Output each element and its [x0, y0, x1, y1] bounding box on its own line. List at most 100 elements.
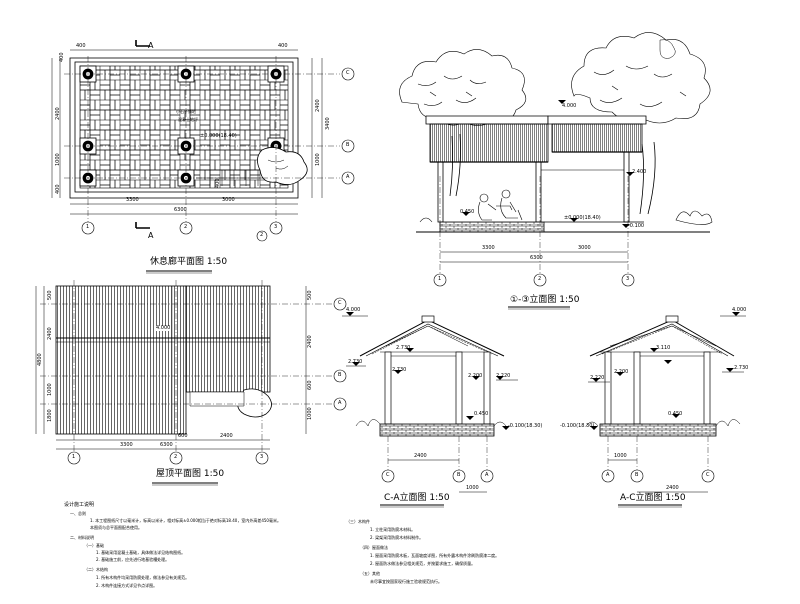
- plan-floor-note-2: 混凝土地坪: [178, 117, 198, 122]
- note-left-9: 2. 木构件连接方式详见节点详图。: [96, 583, 158, 588]
- plan-axis-a: A: [346, 174, 350, 180]
- plan-dim-bottom-total: 6300: [174, 207, 187, 213]
- roof-dim-bottom-total: 6300: [160, 442, 173, 448]
- elev2-level-seat: 0.450: [474, 411, 489, 417]
- roof-dim-right-4: 1000: [307, 407, 313, 420]
- elevation-a-c: [585, 312, 741, 493]
- elev3-axis-a: A: [606, 472, 610, 478]
- plan-dim-left-4: 400: [55, 184, 61, 194]
- roof-dim-right-1: 500: [307, 290, 313, 300]
- title-underlines: [146, 270, 682, 508]
- roof-dim-left-3: 1000: [47, 383, 53, 396]
- section-mark-bottom: A: [148, 231, 154, 240]
- elev1-level-beam: 2.400: [632, 169, 647, 175]
- elev1-axis-3: 3: [626, 276, 630, 282]
- plan-dim-left-3: 1000: [55, 153, 61, 166]
- elev2-axis-b: B: [457, 472, 461, 478]
- roof-dim-right-2: 2400: [307, 335, 313, 348]
- roof-dim-bottom-1: 3300: [120, 442, 133, 448]
- elev3-dim-2: 2400: [666, 485, 679, 491]
- notes-heading: 设计施工说明: [64, 502, 95, 508]
- section-mark-top: A: [148, 41, 154, 50]
- plan-axis-b: B: [346, 142, 350, 148]
- note-left-7: （二）木结构: [84, 567, 108, 572]
- roof-title: 屋顶平面图 1:50: [156, 469, 225, 479]
- elev3-level-ridge: 3.110: [656, 345, 671, 351]
- elev2-axis-c: C: [386, 472, 390, 478]
- elev3-title: A-C立面图 1:50: [620, 493, 686, 503]
- note-left-4: （一）基础: [84, 543, 104, 548]
- elev1-axis-1: 1: [438, 276, 442, 282]
- elev2-dim-1: 2400: [414, 453, 427, 459]
- elev3-level-eave: 2.730: [734, 365, 749, 371]
- note-left-1: 1. 本工程图纸尺寸以毫米计，标高以米计，相对标高±0.000相当于绝对标高18…: [90, 518, 281, 523]
- roof-plan: [35, 280, 334, 452]
- roof-level: 4.000: [156, 325, 171, 331]
- elev1-dim-total: 6300: [530, 255, 543, 261]
- roof-axis-2: 2: [174, 454, 178, 460]
- elev2-dim-2: 1000: [466, 485, 479, 491]
- elev1-level-roof: 4.000: [562, 103, 577, 109]
- plan-dim-right-1: 2400: [315, 99, 321, 112]
- roof-axis-b: B: [338, 372, 342, 378]
- plan-dim-left-1: 400: [59, 52, 65, 62]
- elev1-level-floor: ±0.000(18.40): [564, 215, 601, 221]
- plan-axis-extra: 2: [260, 232, 264, 238]
- plan-axis-bubbles: [81, 67, 355, 235]
- elev3-level-ground: -0.100(18.30): [560, 423, 595, 429]
- elev3-level-eave-left: 2.220: [590, 375, 605, 381]
- elev3-dim-1: 1000: [614, 453, 627, 459]
- plan-dim-left-2: 2400: [55, 107, 61, 120]
- roof-axis-bubbles: [67, 297, 347, 465]
- note-right-7: 未尽事宜按国家现行施工验收规范执行。: [370, 579, 442, 584]
- roof-dim-bottom-2: 600: [178, 433, 188, 439]
- note-left-8: 1. 所有木构件均采用防腐处理，做法参见有关规范。: [96, 575, 190, 580]
- floor-plan: [51, 40, 340, 242]
- elev2-level-ground: -0.100(18.30): [508, 423, 543, 429]
- plan-floor-note: 小石子铺地: [176, 109, 196, 114]
- elev1-axis-bubbles: [433, 273, 635, 287]
- roof-dim-left-2: 2400: [47, 327, 53, 340]
- roof-dim-left-total: 4800: [37, 353, 43, 366]
- roof-dim-right-3: 600: [307, 380, 313, 390]
- plan-axis-c: C: [346, 70, 350, 76]
- elev1-dim-1: 3300: [482, 245, 495, 251]
- elev3-level-tie: 2.200: [614, 369, 629, 375]
- plan-level: ±0.000(18.40): [200, 133, 237, 139]
- elev2-level-eave: 2.730: [348, 359, 363, 365]
- elevation-c-a: [346, 312, 510, 493]
- elev2-level-tie: 2.200: [468, 373, 483, 379]
- elev3-level-roof: 4.000: [732, 307, 747, 313]
- elev2-axis-a: A: [485, 472, 489, 478]
- plan-axis-2: 2: [184, 224, 188, 230]
- plan-dim-right-3: 1000: [315, 153, 321, 166]
- note-left-3: 二、材料说明: [70, 535, 94, 540]
- roof-dim-bottom-3: 2400: [220, 433, 233, 439]
- elev3-axis-bubbles: [601, 469, 715, 483]
- seated-figures: [478, 189, 523, 221]
- elev2-level-ridge: 2.730: [396, 345, 411, 351]
- level-leaders: [342, 315, 746, 383]
- note-right-3: （四）屋面做法: [360, 545, 388, 550]
- roof-axis-c: C: [338, 300, 342, 306]
- elev3-axis-b: B: [635, 472, 639, 478]
- plan-axis-3: 3: [274, 224, 278, 230]
- note-left-6: 2. 基础施工前，应先进行地基验槽处理。: [96, 557, 170, 562]
- plan-dim-top-right: 400: [278, 43, 288, 49]
- note-right-2: 2. 梁架采用防腐木材料制作。: [370, 535, 424, 540]
- plan-dim-right-2: 3400: [325, 117, 331, 130]
- note-right-5: 2. 屋面防水做法参见相关规范，并按要求施工，确保质量。: [370, 561, 476, 566]
- roof-dim-left-4: 1800: [47, 409, 53, 422]
- elev2-level-beam: 2.730: [392, 367, 407, 373]
- elev3-level-seat: 0.450: [668, 411, 683, 417]
- plan-axis-1: 1: [86, 224, 90, 230]
- plan-dim-top-left: 400: [76, 43, 86, 49]
- elev2-title: C-A立面图 1:50: [384, 493, 450, 503]
- note-right-6: （五）其他: [360, 571, 380, 576]
- note-left-2: 本图须与总平面图配合使用。: [90, 525, 142, 530]
- roof-axis-a: A: [338, 400, 342, 406]
- roof-axis-3: 3: [260, 454, 264, 460]
- elev2-level-roof: 4.000: [346, 307, 361, 313]
